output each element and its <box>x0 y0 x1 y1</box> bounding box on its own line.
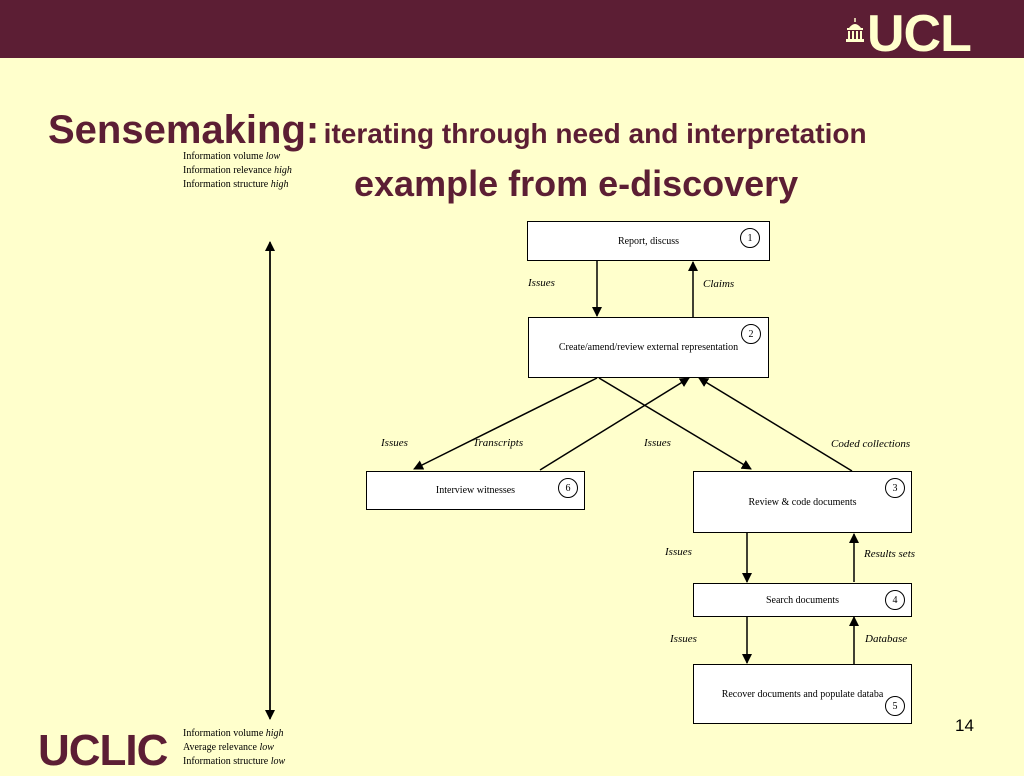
page-number: 14 <box>955 716 974 735</box>
scale-bottom-info: Information volume high Average relevanc… <box>183 727 285 769</box>
scale-bottom-row: Information volume high <box>183 728 284 739</box>
edge-label-issues: Issues <box>528 277 555 289</box>
edge-label-transcripts: Transcripts <box>473 437 524 449</box>
ucl-logo-text: UCL <box>867 5 972 63</box>
node-label: Interview witnesses <box>435 485 516 496</box>
node-number-badge: 1 <box>740 228 760 248</box>
edge-label-results-sets: Results sets <box>864 548 916 560</box>
node-number-badge: 3 <box>885 478 905 498</box>
node-label: Create/amend/review external representat… <box>558 342 739 353</box>
uclic-logo: UCLIC <box>38 726 168 775</box>
scale-top-info: Information volume low Information relev… <box>183 150 292 192</box>
node-label: Review & code documents <box>748 496 857 508</box>
node-label: Recover documents and populate databa <box>721 688 884 700</box>
edge-label-issues: Issues <box>665 546 692 558</box>
edge-label-issues: Issues <box>381 437 408 449</box>
edge-label-coded-collections: Coded collections <box>831 438 911 450</box>
edge-issues-2-3 <box>598 377 752 470</box>
ucl-logo: UCL <box>845 5 995 63</box>
edge-label-database: Database <box>865 633 908 645</box>
node-recover-documents: Recover documents and populate databa <box>693 664 912 724</box>
scale-top-row: Information relevance high <box>183 165 292 176</box>
scale-top-row: Information volume low <box>183 151 281 162</box>
node-review-code-documents: Review & code documents <box>693 471 912 533</box>
slide-subtitle: example from e-discovery <box>354 163 799 204</box>
node-number-badge: 4 <box>885 590 905 610</box>
title-sub: iterating through need and interpretatio… <box>323 118 867 149</box>
node-report-discuss: Report, discuss <box>527 221 770 261</box>
slide-title: Sensemaking: iterating through need and … <box>48 108 867 153</box>
node-search-documents: Search documents <box>693 583 912 617</box>
node-number-badge: 6 <box>558 478 578 498</box>
portico-icon <box>846 18 864 42</box>
edge-label-issues: Issues <box>644 437 671 449</box>
edge-label-issues: Issues <box>670 633 697 645</box>
edge-transcripts-6-2 <box>539 377 690 471</box>
title-main: Sensemaking: <box>48 108 320 152</box>
edge-label-claims: Claims <box>703 278 735 290</box>
node-number-badge: 2 <box>741 324 761 344</box>
scale-bottom-row: Average relevance low <box>183 742 274 753</box>
node-external-representation: Create/amend/review external representat… <box>528 317 769 378</box>
node-label: Report, discuss <box>617 235 680 247</box>
edge-issues-2-6 <box>413 377 598 470</box>
scale-top-row: Information structure high <box>183 179 289 190</box>
node-interview-witnesses: Interview witnesses <box>366 471 585 510</box>
node-label: Search documents <box>765 594 840 606</box>
edge-coded-3-2 <box>698 377 853 472</box>
node-number-badge: 5 <box>885 696 905 716</box>
scale-bottom-row: Information structure low <box>183 756 286 767</box>
